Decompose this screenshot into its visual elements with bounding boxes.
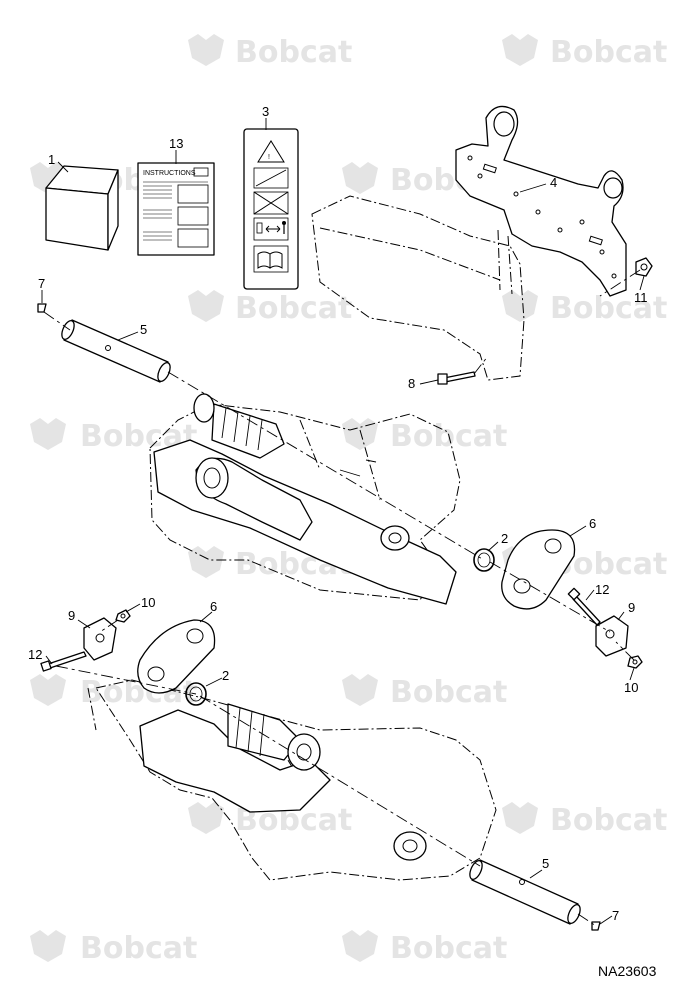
callout-6: 6 xyxy=(589,516,596,531)
link-plate-lower xyxy=(137,619,216,694)
callout-1: 1 xyxy=(48,152,55,167)
callout-11: 11 xyxy=(634,290,648,305)
assembly-lines xyxy=(43,269,641,927)
warning-decal-icon: ! xyxy=(243,128,299,290)
watermark-text: Bobcat xyxy=(550,35,667,70)
watermark-text: Bobcat xyxy=(390,675,507,710)
callout-9: 9 xyxy=(628,600,635,615)
watermark-text: Bobcat xyxy=(235,35,352,70)
callout-2: 2 xyxy=(501,531,508,546)
lower-arm-assembly xyxy=(87,679,497,881)
watermark-layer: Bobcat Bobcat Bobcat Bobcat Bobcat Bobca… xyxy=(30,34,667,966)
callout-12: 12 xyxy=(28,647,42,662)
pin-upper xyxy=(61,319,171,383)
clamp-left xyxy=(83,617,117,661)
upper-arm-assembly xyxy=(149,393,461,605)
snap-ring-upper xyxy=(473,548,495,572)
callout-10: 10 xyxy=(141,595,155,610)
callout-2: 2 xyxy=(222,668,229,683)
box-icon xyxy=(45,165,119,251)
drawing-id: NA23603 xyxy=(598,963,657,979)
callout-5: 5 xyxy=(542,856,549,871)
nut-11 xyxy=(635,257,653,277)
bolt-8 xyxy=(437,371,476,385)
callout-5: 5 xyxy=(140,322,147,337)
clamp-right xyxy=(595,615,629,657)
book-icon xyxy=(257,251,283,269)
fitting-7-lower xyxy=(591,921,601,931)
nut-10-left xyxy=(115,609,131,623)
callout-8: 8 xyxy=(408,376,415,391)
callout-6: 6 xyxy=(210,599,217,614)
snap-ring-lower xyxy=(185,682,207,706)
bolt-12-left xyxy=(40,651,87,672)
svg-text:!: ! xyxy=(268,154,270,161)
link-plate-upper xyxy=(501,529,576,610)
callout-4: 4 xyxy=(550,175,557,190)
callouts: 1 13 3 4 7 5 8 11 2 6 12 9 10 9 10 6 12 … xyxy=(28,104,648,923)
watermark-text: Bobcat xyxy=(235,291,352,326)
callout-12: 12 xyxy=(595,582,609,597)
callout-13: 13 xyxy=(169,136,183,151)
watermark-text: Bobcat xyxy=(550,803,667,838)
callout-7: 7 xyxy=(612,908,619,923)
callout-10: 10 xyxy=(624,680,638,695)
instructions-title: INSTRUCTIONS xyxy=(143,170,196,177)
callout-7: 7 xyxy=(38,276,45,291)
watermark-text: Bobcat xyxy=(80,931,197,966)
bolt-12-right xyxy=(567,587,601,626)
watermark-text: Bobcat xyxy=(550,291,667,326)
callout-9: 9 xyxy=(68,608,75,623)
fitting-7-upper xyxy=(37,303,47,313)
mounting-plate xyxy=(311,105,627,381)
pin-lower xyxy=(469,859,581,925)
watermark-text: Bobcat xyxy=(390,931,507,966)
nut-10-right xyxy=(627,655,643,669)
instructions-sheet: INSTRUCTIONS xyxy=(137,162,215,256)
callout-3: 3 xyxy=(262,104,269,119)
leader-lines xyxy=(41,118,645,925)
